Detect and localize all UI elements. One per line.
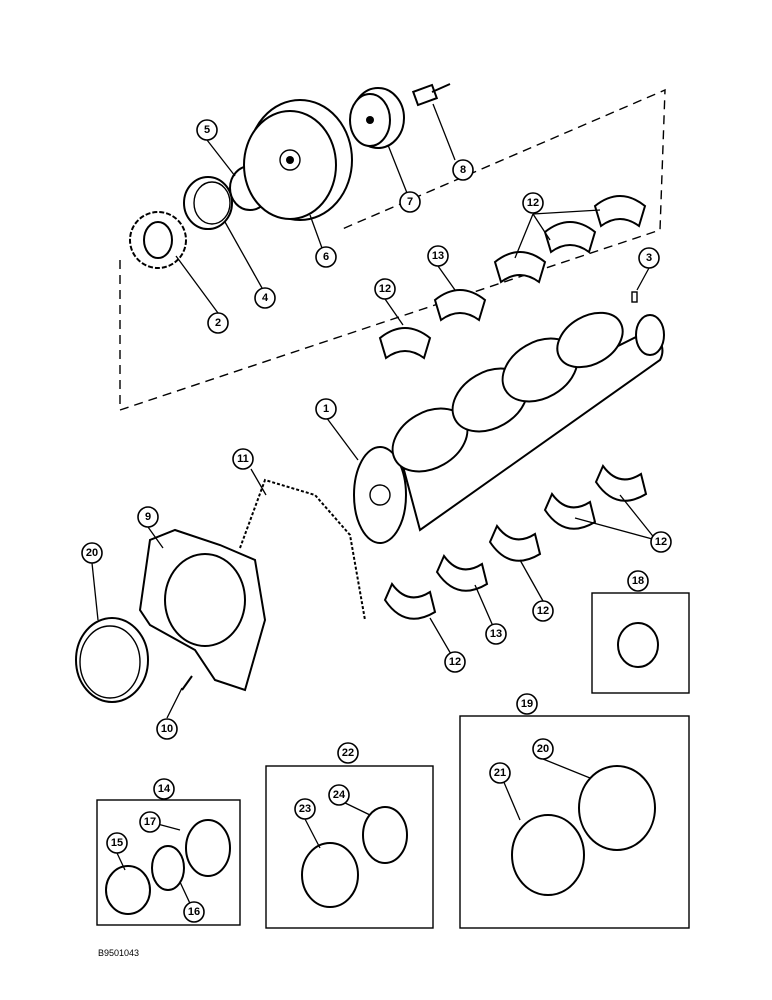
callout-5: 5 bbox=[196, 119, 218, 141]
svg-text:1: 1 bbox=[323, 403, 329, 415]
callout-22: 22 bbox=[337, 742, 359, 764]
crankshaft-pulley bbox=[243, 99, 353, 221]
callout-18: 18 bbox=[627, 570, 649, 592]
callout-6: 6 bbox=[315, 246, 337, 268]
svg-text:15: 15 bbox=[111, 837, 123, 849]
callout-2: 2 bbox=[207, 312, 229, 334]
svg-text:12: 12 bbox=[537, 605, 549, 617]
housing-screw bbox=[181, 675, 193, 691]
svg-text:20: 20 bbox=[537, 743, 549, 755]
svg-text:13: 13 bbox=[432, 250, 444, 262]
svg-text:18: 18 bbox=[632, 575, 644, 587]
svg-text:2: 2 bbox=[215, 317, 221, 329]
svg-text:10: 10 bbox=[161, 723, 173, 735]
figure-reference: B9501043 bbox=[98, 948, 139, 958]
svg-text:12: 12 bbox=[655, 536, 667, 548]
callout-12c: 12 bbox=[650, 531, 672, 553]
dashed-boundary bbox=[119, 88, 666, 411]
svg-text:17: 17 bbox=[144, 816, 156, 828]
rear-seal-housing bbox=[138, 528, 267, 692]
callout-12d: 12 bbox=[532, 600, 554, 622]
callout-17: 17 bbox=[139, 811, 161, 833]
svg-text:23: 23 bbox=[299, 803, 311, 815]
callout-15: 15 bbox=[106, 832, 128, 854]
damper-hub bbox=[349, 87, 405, 149]
svg-text:6: 6 bbox=[323, 251, 329, 263]
svg-text:9: 9 bbox=[145, 511, 151, 523]
rear-oil-seal bbox=[75, 617, 149, 703]
svg-text:20: 20 bbox=[86, 547, 98, 559]
kit-box-19 bbox=[459, 715, 690, 929]
callout-12b: 12 bbox=[374, 278, 396, 300]
callout-9: 9 bbox=[137, 506, 159, 528]
callout-3: 3 bbox=[638, 247, 660, 269]
svg-text:11: 11 bbox=[237, 453, 249, 465]
crankshaft bbox=[353, 311, 665, 544]
svg-text:7: 7 bbox=[407, 196, 413, 208]
svg-text:4: 4 bbox=[262, 292, 269, 304]
callout-23: 23 bbox=[294, 798, 316, 820]
callout-16: 16 bbox=[183, 901, 205, 923]
svg-text:5: 5 bbox=[204, 124, 210, 136]
callout-10: 10 bbox=[156, 718, 178, 740]
timing-gear bbox=[129, 211, 187, 269]
svg-text:13: 13 bbox=[490, 628, 502, 640]
svg-text:12: 12 bbox=[527, 197, 539, 209]
kit-box-22 bbox=[265, 765, 434, 929]
spacer-ring bbox=[183, 176, 233, 230]
callout-11: 11 bbox=[232, 448, 254, 470]
svg-text:24: 24 bbox=[333, 789, 346, 801]
kit-18-part bbox=[617, 622, 659, 668]
svg-text:12: 12 bbox=[379, 283, 391, 295]
svg-text:8: 8 bbox=[460, 164, 466, 176]
callout-24: 24 bbox=[328, 784, 350, 806]
svg-text:3: 3 bbox=[646, 252, 652, 264]
svg-text:14: 14 bbox=[158, 783, 171, 795]
svg-text:16: 16 bbox=[188, 906, 200, 918]
callout-12e: 12 bbox=[444, 651, 466, 673]
callout-12a: 12 bbox=[522, 192, 544, 214]
callout-4: 4 bbox=[254, 287, 276, 309]
kit-box-18 bbox=[591, 592, 690, 694]
svg-text:12: 12 bbox=[449, 656, 461, 668]
svg-text:21: 21 bbox=[494, 767, 506, 779]
callout-13b: 13 bbox=[485, 623, 507, 645]
callout-8: 8 bbox=[452, 159, 474, 181]
kit-14-parts bbox=[105, 819, 231, 915]
svg-text:22: 22 bbox=[342, 747, 354, 759]
upper-bearings bbox=[378, 195, 647, 360]
callout-7: 7 bbox=[399, 191, 421, 213]
pulley-bolt bbox=[411, 83, 451, 107]
leader-lines bbox=[91, 103, 657, 913]
callout-14: 14 bbox=[153, 778, 175, 800]
callout-20a: 20 bbox=[81, 542, 103, 564]
callout-1: 1 bbox=[315, 398, 337, 420]
kit-22-parts bbox=[301, 806, 408, 908]
rear-gasket bbox=[239, 478, 366, 621]
kit-box-14 bbox=[96, 799, 241, 926]
callout-21: 21 bbox=[489, 762, 511, 784]
dowel-pin bbox=[631, 291, 638, 303]
callout-13a: 13 bbox=[427, 245, 449, 267]
callout-19: 19 bbox=[516, 693, 538, 715]
kit-19-parts bbox=[511, 765, 656, 896]
svg-text:19: 19 bbox=[521, 698, 533, 710]
callout-20b: 20 bbox=[532, 738, 554, 760]
